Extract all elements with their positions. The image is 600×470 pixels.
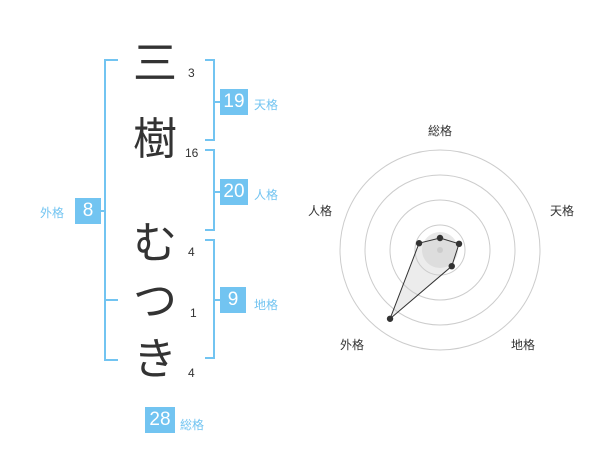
name-char-1: 三 (133, 38, 177, 89)
radar-ring-1 (414, 224, 466, 276)
radar-point-5 (415, 240, 423, 247)
radar-label-soukaku: 総格 (428, 124, 453, 138)
radar-ring-4 (339, 149, 541, 351)
radar-polygon (389, 237, 460, 320)
soukaku-value: 28 (145, 407, 175, 433)
radar-label-jinkaku: 人格 (308, 204, 333, 218)
radar-point-1 (436, 234, 444, 242)
chikaku-value: 9 (220, 287, 246, 313)
gaikaku-value: 8 (75, 198, 101, 224)
name-char-3: む (133, 218, 177, 269)
tenkaku-value: 19 (220, 89, 248, 115)
tenkaku-bracket (205, 59, 215, 141)
stroke-count-1: 3 (188, 66, 195, 80)
name-char-2: 樹 (133, 114, 177, 165)
name-char-4: つ (133, 276, 177, 327)
stroke-count-3: 4 (188, 245, 195, 259)
radar-center-dot (437, 247, 443, 253)
soukaku-label: 総格 (180, 418, 205, 432)
stroke-count-5: 4 (188, 366, 195, 380)
radar-ring-3 (364, 174, 516, 326)
radar-label-tenkaku: 天格 (550, 204, 575, 218)
tenkaku-label: 天格 (254, 98, 279, 112)
radar-label-gaikaku: 外格 (340, 338, 365, 352)
name-char-5: き (133, 334, 177, 385)
chikaku-label: 地格 (254, 298, 279, 312)
jinkaku-label: 人格 (254, 188, 279, 202)
radar-label-chikaku: 地格 (511, 338, 536, 352)
radar-ring-2 (389, 199, 491, 301)
radar-point-2 (455, 240, 463, 248)
stroke-count-4: 1 (190, 306, 197, 320)
radar-point-4 (386, 315, 394, 322)
stroke-count-2: 16 (185, 146, 199, 160)
jinkaku-bracket (205, 149, 215, 231)
jinkaku-value: 20 (220, 179, 248, 205)
radar-point-3 (448, 262, 455, 270)
gaikaku-label: 外格 (40, 206, 65, 220)
